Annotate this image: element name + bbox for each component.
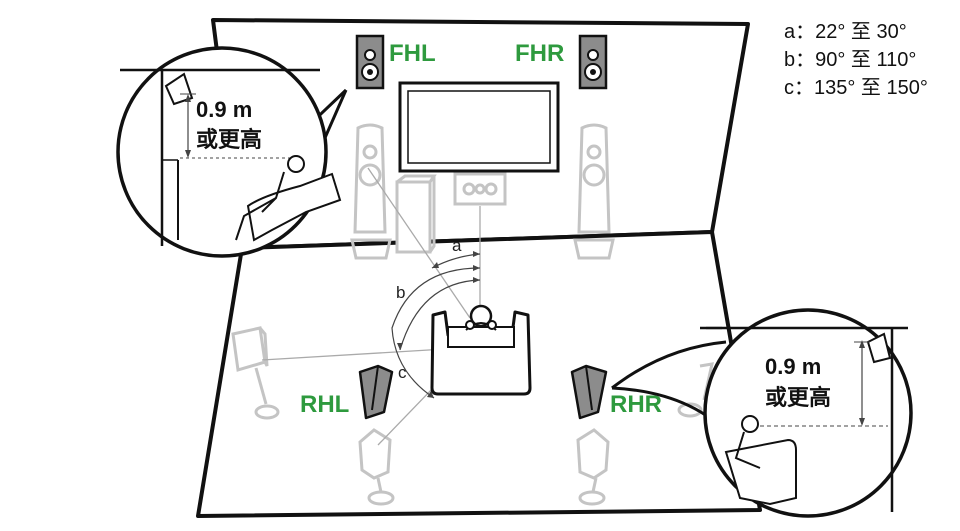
callout-right-wall-scene [700, 326, 908, 512]
callout-left-wall-scene [120, 68, 342, 246]
callout-left-height-value: 0.9 m [196, 97, 252, 122]
legend-b: b：90° 至 110° [784, 49, 916, 71]
callout-right-height-value: 0.9 m [765, 354, 821, 379]
rhl-label: RHL [300, 391, 349, 418]
angle-label-c: c [398, 363, 407, 382]
fhl-speaker-icon [355, 34, 385, 90]
surround-left-speaker-icon [231, 326, 280, 420]
rhr-speaker-icon [570, 364, 608, 420]
angle-label-a: a [452, 236, 462, 255]
rhr-label: RHR [610, 391, 662, 418]
angle-label-b: b [396, 283, 405, 302]
angle-legend: a：22° 至 30° b：90° 至 110° c：135° 至 150° [784, 21, 928, 99]
legend-c: c：135° 至 150° [784, 77, 928, 99]
center-speaker-icon [453, 172, 507, 206]
front-height-callout: 0.9 m 或更高 [116, 46, 348, 258]
sofa-listener-icon [430, 304, 532, 396]
angle-guide-lines [261, 167, 481, 446]
surround-back-left-speaker-icon [358, 428, 395, 506]
callout-left-height-qualifier: 或更高 [196, 127, 262, 152]
tv [398, 81, 560, 173]
rear-height-callout: 0.9 m 或更高 [611, 308, 913, 518]
legend-a: a：22° 至 30° [784, 21, 907, 43]
rhl-speaker-icon [358, 364, 394, 420]
angle-arcs [391, 251, 481, 399]
fhr-speaker-icon [578, 34, 608, 90]
fhl-label: FHL [389, 40, 436, 67]
subwoofer-icon [395, 174, 437, 254]
front-left-tower-icon [350, 123, 392, 260]
fhr-label: FHR [515, 40, 564, 67]
front-right-tower-icon [573, 123, 615, 260]
callout-right-height-qualifier: 或更高 [765, 385, 831, 410]
surround-back-right-speaker-icon [576, 428, 610, 506]
